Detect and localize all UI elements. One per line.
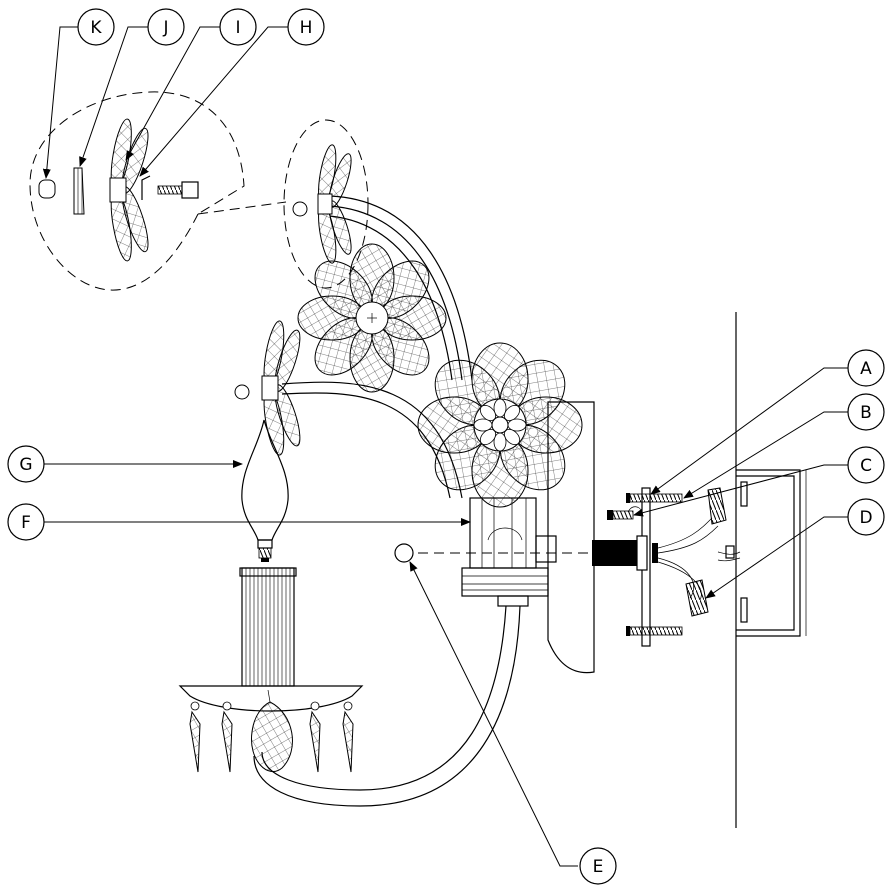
arm-hub [461, 497, 557, 607]
candle-bulb [241, 419, 289, 562]
candle-sleeve [239, 567, 297, 687]
finial-ball [394, 543, 414, 563]
detail-cap [38, 179, 56, 199]
wiring [657, 517, 741, 601]
wire-nut-bottom [685, 579, 709, 617]
callout-c-label: C [860, 456, 872, 476]
wire-nut-top [707, 487, 727, 525]
detail-bracket [141, 175, 151, 200]
top-side-rosette [292, 144, 352, 264]
callout-a: A [847, 349, 885, 387]
large-crystal-flower [417, 342, 583, 508]
junction-box [736, 469, 807, 637]
callout-h-label: H [300, 18, 313, 38]
detail-bolt [157, 181, 199, 199]
medium-crystal-flower [297, 243, 447, 393]
callout-c: C [847, 446, 885, 484]
callout-h: H [287, 8, 325, 46]
callout-b-label: B [860, 403, 872, 423]
callout-f: F [7, 503, 45, 541]
callout-j: J [147, 8, 185, 46]
callout-k: K [77, 8, 115, 46]
callout-j-label: J [162, 18, 168, 38]
callout-a-label: A [860, 359, 872, 379]
candle-rosette [234, 320, 301, 456]
callout-b: B [847, 393, 885, 431]
lower-arm [253, 605, 521, 807]
callout-i: I [219, 8, 257, 46]
callout-i-label: I [235, 18, 240, 38]
detail-rosette [109, 118, 149, 262]
mounting-screw-top [626, 493, 683, 503]
callout-e: E [579, 847, 617, 885]
callout-k-label: K [90, 18, 102, 38]
detail-ring [73, 167, 85, 215]
callout-f-label: F [21, 513, 31, 533]
callout-leaders [42, 26, 848, 867]
mounting-screw-bottom [626, 626, 683, 636]
threaded-nipple [592, 535, 658, 571]
callout-g-label: G [19, 455, 32, 475]
hanging-crystals [189, 689, 354, 773]
fixture-backplate [547, 401, 595, 674]
callout-g: G [7, 445, 45, 483]
callout-d-label: D [859, 508, 872, 528]
detail-magnifier [29, 91, 369, 291]
callout-d: D [847, 498, 885, 536]
ground-screw [607, 506, 643, 520]
callout-e-label: E [593, 857, 604, 877]
